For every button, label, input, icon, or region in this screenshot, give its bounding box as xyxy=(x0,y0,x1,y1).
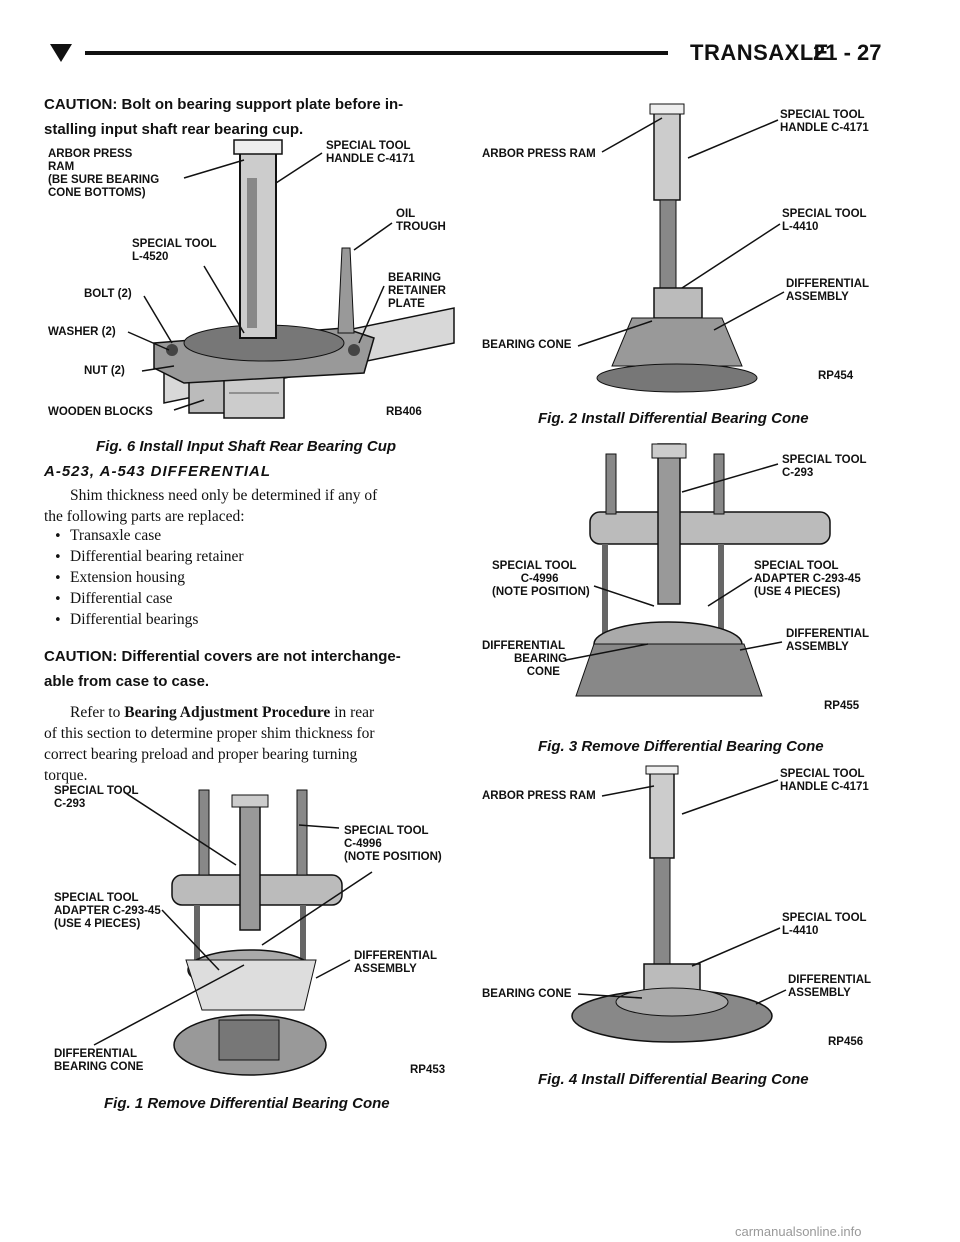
bullet-item: •Differential bearing retainer xyxy=(54,548,244,565)
label-bearing-cone: BEARING CONE xyxy=(482,339,572,351)
figure-3: SPECIAL TOOL C-293 SPECIAL TOOL C-4996 (… xyxy=(482,434,922,724)
figure-6: ARBOR PRESS RAM (BE SURE BEARING CONE BO… xyxy=(44,138,464,423)
label-adapter-c29345: SPECIAL TOOL ADAPTER C-293-45 (USE 4 PIE… xyxy=(754,560,861,598)
page-number: 21 - 27 xyxy=(813,40,882,65)
fig6-illustration xyxy=(153,139,455,419)
caution-bolt-plate: CAUTION: Bolt on bearing support plate b… xyxy=(44,96,404,138)
header-rule xyxy=(85,51,668,55)
watermark: carmanualsonline.info xyxy=(735,1224,862,1239)
fig1-illustration xyxy=(171,789,343,1076)
label-tool-c293: SPECIAL TOOL C-293 xyxy=(54,785,139,810)
label-oil-trough: OIL TROUGH xyxy=(396,208,446,233)
fig3-leaders xyxy=(565,463,783,661)
label-tool-l4410: SPECIAL TOOL L-4410 xyxy=(782,208,867,233)
fig1-caption: Fig. 1 Remove Differential Bearing Cone xyxy=(104,1095,390,1112)
label-differential-assembly: DIFFERENTIAL ASSEMBLY xyxy=(354,950,438,975)
figure-1: SPECIAL TOOL C-293 SPECIAL TOOL C-4996 (… xyxy=(54,780,464,1080)
fig6-caption: Fig. 6 Install Input Shaft Rear Bearing … xyxy=(96,438,397,455)
label-wooden-blocks: WOODEN BLOCKS xyxy=(48,406,153,418)
label-handle-c4171: SPECIAL TOOL HANDLE C-4171 xyxy=(780,768,869,793)
fig6-code: RB406 xyxy=(386,406,422,418)
fig4-code: RP456 xyxy=(828,1036,864,1048)
para-refer: Refer to Bearing Adjustment Procedure in… xyxy=(44,704,375,784)
para-shim: Shim thickness need only be determined i… xyxy=(44,487,378,525)
label-differential-assembly: DIFFERENTIAL ASSEMBLY xyxy=(786,278,870,303)
bearing-adjustment-link: Bearing Adjustment Procedure xyxy=(124,704,331,721)
section-title: A-523, A-543 DIFFERENTIAL xyxy=(44,463,271,480)
label-bearing-retainer-plate: BEARING RETAINER PLATE xyxy=(388,272,446,310)
label-differential-bearing-cone: DIFFERENTIAL BEARING CONE xyxy=(482,640,567,678)
fig4-illustration xyxy=(571,765,773,1043)
label-handle-c4171: SPECIAL TOOL HANDLE C-4171 xyxy=(326,140,415,165)
chrysler-pentastar-icon xyxy=(50,44,72,62)
label-tool-c293: SPECIAL TOOL C-293 xyxy=(782,454,867,479)
label-differential-bearing-cone: DIFFERENTIAL BEARING CONE xyxy=(54,1048,144,1073)
header-title: TRANSAXLE xyxy=(690,40,829,65)
label-bolt: BOLT (2) xyxy=(84,288,132,300)
fig2-leaders xyxy=(577,117,785,347)
label-tool-c4996: SPECIAL TOOL C-4996 (NOTE POSITION) xyxy=(492,560,590,598)
fig6-leaders xyxy=(127,152,393,411)
fig3-code: RP455 xyxy=(824,700,860,712)
label-tool-c4996: SPECIAL TOOL C-4996 (NOTE POSITION) xyxy=(344,825,442,863)
fig2-code: RP454 xyxy=(818,370,854,382)
fig4-caption: Fig. 4 Install Differential Bearing Cone xyxy=(538,1071,809,1088)
fig4-leaders xyxy=(577,779,787,1005)
bullet-item: •Differential bearings xyxy=(54,611,199,628)
label-arbor-press-ram: ARBOR PRESS RAM xyxy=(482,148,596,160)
bullet-item: •Extension housing xyxy=(54,569,185,586)
label-handle-c4171: SPECIAL TOOL HANDLE C-4171 xyxy=(780,109,869,134)
caution-differential-covers: CAUTION: Differential covers are not int… xyxy=(44,648,401,690)
label-tool-l4410: SPECIAL TOOL L-4410 xyxy=(782,912,867,937)
bullet-item: •Transaxle case xyxy=(54,527,162,544)
label-tool-l4520: SPECIAL TOOL L-4520 xyxy=(132,238,217,263)
figure-2: SPECIAL TOOL HANDLE C-4171 ARBOR PRESS R… xyxy=(482,96,922,396)
fig3-illustration xyxy=(575,443,831,697)
fig2-caption: Fig. 2 Install Differential Bearing Cone xyxy=(538,410,809,427)
label-adapter-c29345: SPECIAL TOOL ADAPTER C-293-45 (USE 4 PIE… xyxy=(54,892,161,930)
fig1-leaders xyxy=(93,791,373,1046)
label-arbor-press-ram: ARBOR PRESS RAM xyxy=(482,790,596,802)
figure-4: ARBOR PRESS RAM SPECIAL TOOL HANDLE C-41… xyxy=(482,764,922,1054)
label-arbor-press-ram: ARBOR PRESS RAM (BE SURE BEARING CONE BO… xyxy=(48,148,160,199)
fig2-illustration xyxy=(596,103,758,393)
label-differential-assembly: DIFFERENTIAL ASSEMBLY xyxy=(788,974,872,999)
label-bearing-cone: BEARING CONE xyxy=(482,988,572,1000)
fig1-code: RP453 xyxy=(410,1064,446,1076)
bullet-item: •Differential case xyxy=(54,590,173,607)
fig3-caption: Fig. 3 Remove Differential Bearing Cone xyxy=(538,738,824,755)
label-differential-assembly: DIFFERENTIAL ASSEMBLY xyxy=(786,628,870,653)
label-nut: NUT (2) xyxy=(84,365,125,377)
label-washer: WASHER (2) xyxy=(48,326,116,338)
